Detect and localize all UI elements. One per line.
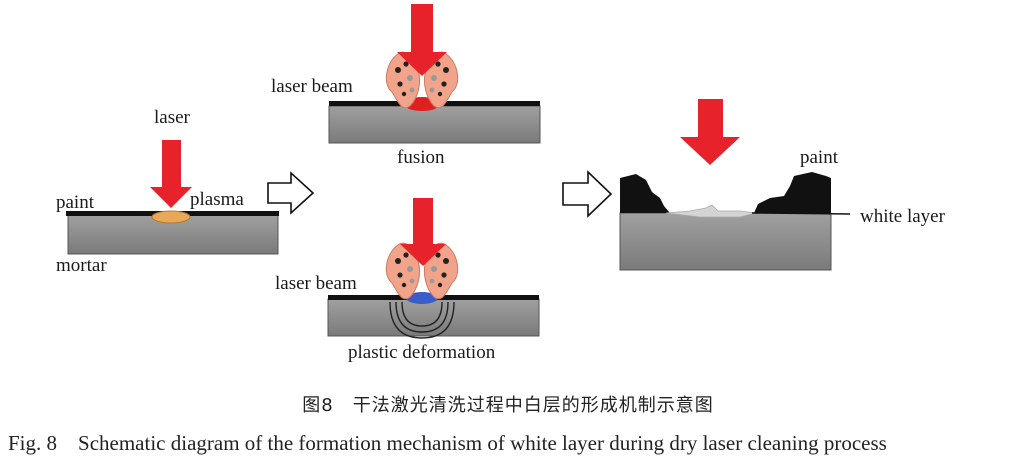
result-substrate — [619, 212, 832, 271]
laser-label: laser — [154, 107, 191, 128]
laser-arrow — [150, 140, 192, 208]
paint-remnant-left — [620, 174, 670, 213]
panel-white-layer: paint white layer — [619, 99, 946, 271]
laser-arrow-result — [680, 99, 740, 165]
panel-fusion: laser beam fusion — [271, 4, 541, 168]
deformation-zone — [406, 292, 438, 304]
white-layer — [665, 204, 757, 218]
paint-label-left: paint — [56, 192, 95, 213]
white-layer-label: white layer — [860, 206, 946, 227]
deformation-arcs — [389, 301, 455, 339]
laser-beam-label-bottom: laser beam — [275, 273, 357, 294]
plastic-deformation-label: plastic deformation — [348, 342, 496, 363]
process-arrow-1 — [267, 171, 315, 215]
fusion-label: fusion — [397, 147, 445, 168]
fusion-substrate — [328, 105, 541, 144]
plasma-label: plasma — [190, 189, 244, 210]
process-arrow-2 — [562, 170, 613, 218]
panel-initial: laser paint plasma mortar — [56, 107, 279, 276]
mortar-label: mortar — [56, 255, 107, 276]
figure-caption-english: Fig. 8 Schematic diagram of the formatio… — [8, 431, 887, 455]
laser-arrow-bottom — [400, 198, 446, 266]
white-layer-pointer — [751, 212, 851, 215]
figure-caption-chinese: 图8 干法激光清洗过程中白层的形成机制示意图 — [302, 395, 714, 416]
laser-arrow-top — [397, 4, 447, 76]
plasma-spot — [151, 210, 191, 224]
paint-label-right: paint — [800, 147, 839, 168]
paint-remnant-right — [754, 172, 831, 213]
panel-plastic-deformation: laser beam plastic deformation — [275, 198, 540, 363]
laser-beam-label-top: laser beam — [271, 76, 353, 97]
